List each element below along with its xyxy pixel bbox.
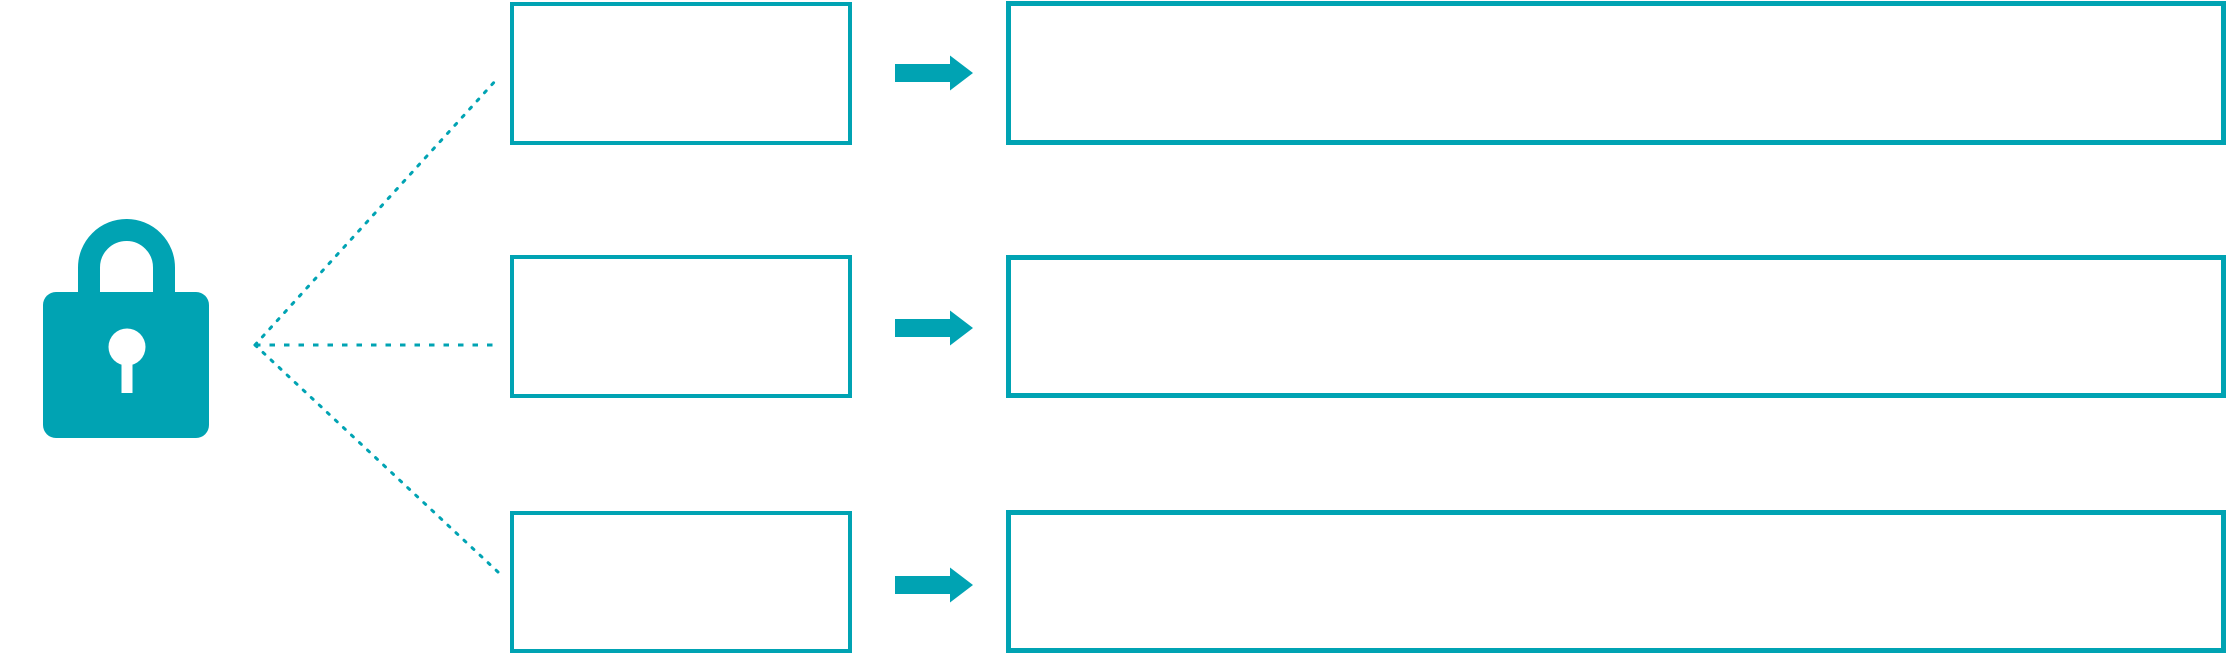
dotted-connector-bottom (253, 343, 500, 574)
description-box (1006, 255, 2226, 398)
arrow-right-shape (895, 567, 973, 603)
arrow-right-shape (895, 55, 973, 91)
arrow-right-shape (895, 310, 973, 346)
category-box (510, 2, 852, 145)
description-box (1006, 1, 2226, 145)
category-box (510, 511, 852, 653)
dotted-connector-top (253, 77, 499, 347)
category-box (510, 255, 852, 398)
description-box (1006, 510, 2226, 653)
arrow-right-icon (895, 567, 973, 603)
lock-shackle (78, 219, 175, 299)
lock-keyhole-stem (121, 345, 133, 393)
lock-icon (43, 219, 209, 438)
arrow-right-icon (895, 310, 973, 346)
arrow-right-icon (895, 55, 973, 91)
